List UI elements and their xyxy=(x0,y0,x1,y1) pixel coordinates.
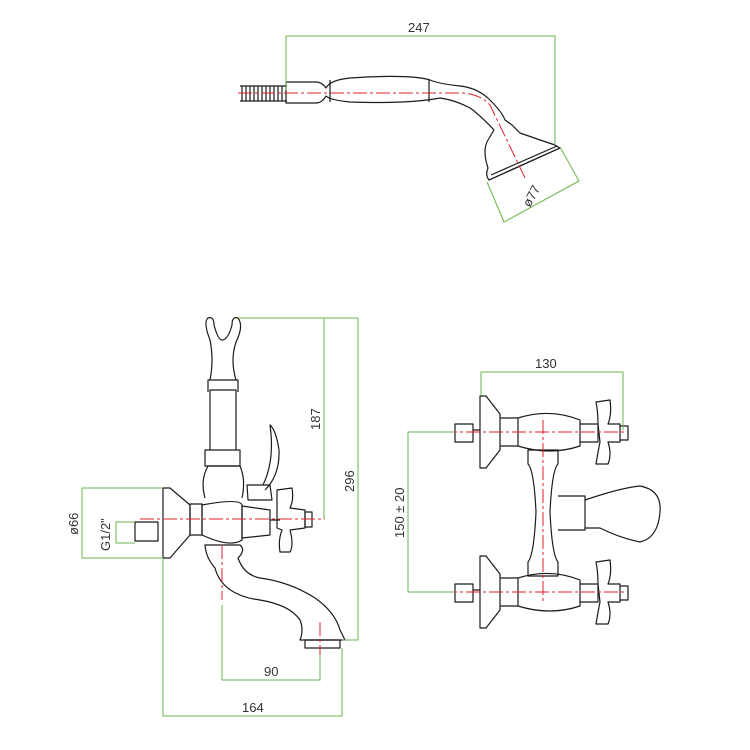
shower-handle xyxy=(285,75,561,181)
dim-thread: G1/2" xyxy=(98,518,135,551)
central-column xyxy=(527,449,559,577)
shower-details xyxy=(329,80,561,181)
diverter-lever xyxy=(558,485,661,543)
holder-tube xyxy=(209,389,237,450)
dim-164: 164 xyxy=(162,558,343,717)
upper-valve xyxy=(454,395,629,469)
dim-label-164: 164 xyxy=(242,700,264,715)
cross-handle xyxy=(276,487,306,553)
dim-label-130: 130 xyxy=(535,356,557,371)
cap xyxy=(304,511,313,528)
dim-label-296: 296 xyxy=(342,470,357,492)
dim-label-thread: G1/2" xyxy=(98,518,113,551)
dim-247: 247 xyxy=(285,20,556,145)
dim-label-066: ø66 xyxy=(66,513,81,535)
dim-187: 187 xyxy=(238,317,358,519)
hand-shower xyxy=(238,75,561,181)
dim-label-150: 150 ± 20 xyxy=(392,487,407,538)
lower-valve xyxy=(454,555,629,629)
holder-nut xyxy=(204,449,241,467)
dim-150: 150 ± 20 xyxy=(392,431,455,593)
dim-130: 130 xyxy=(480,356,624,430)
dim-090: 90 xyxy=(221,605,321,681)
shower-holder xyxy=(205,317,242,392)
dim-label-090: 90 xyxy=(264,664,278,679)
body xyxy=(201,500,243,544)
dim-label-187: 187 xyxy=(308,408,323,430)
aerator xyxy=(304,639,341,649)
valve xyxy=(241,505,280,539)
dim-label-247: 247 xyxy=(408,20,430,35)
mixer-front-view xyxy=(420,395,661,629)
dim-label-077: ø77 xyxy=(519,183,543,210)
shower-centerline xyxy=(238,92,527,181)
spout xyxy=(204,544,346,641)
dim-296: 296 xyxy=(342,318,359,641)
mixer-side-view xyxy=(134,317,346,655)
wall-plate xyxy=(162,487,191,559)
diverter-body xyxy=(202,465,245,499)
side-centerline-v xyxy=(221,545,321,655)
thread-connector xyxy=(134,521,159,542)
dim-066: ø66 xyxy=(66,487,163,559)
lever xyxy=(246,424,280,501)
dim-077: ø77 xyxy=(486,146,580,223)
